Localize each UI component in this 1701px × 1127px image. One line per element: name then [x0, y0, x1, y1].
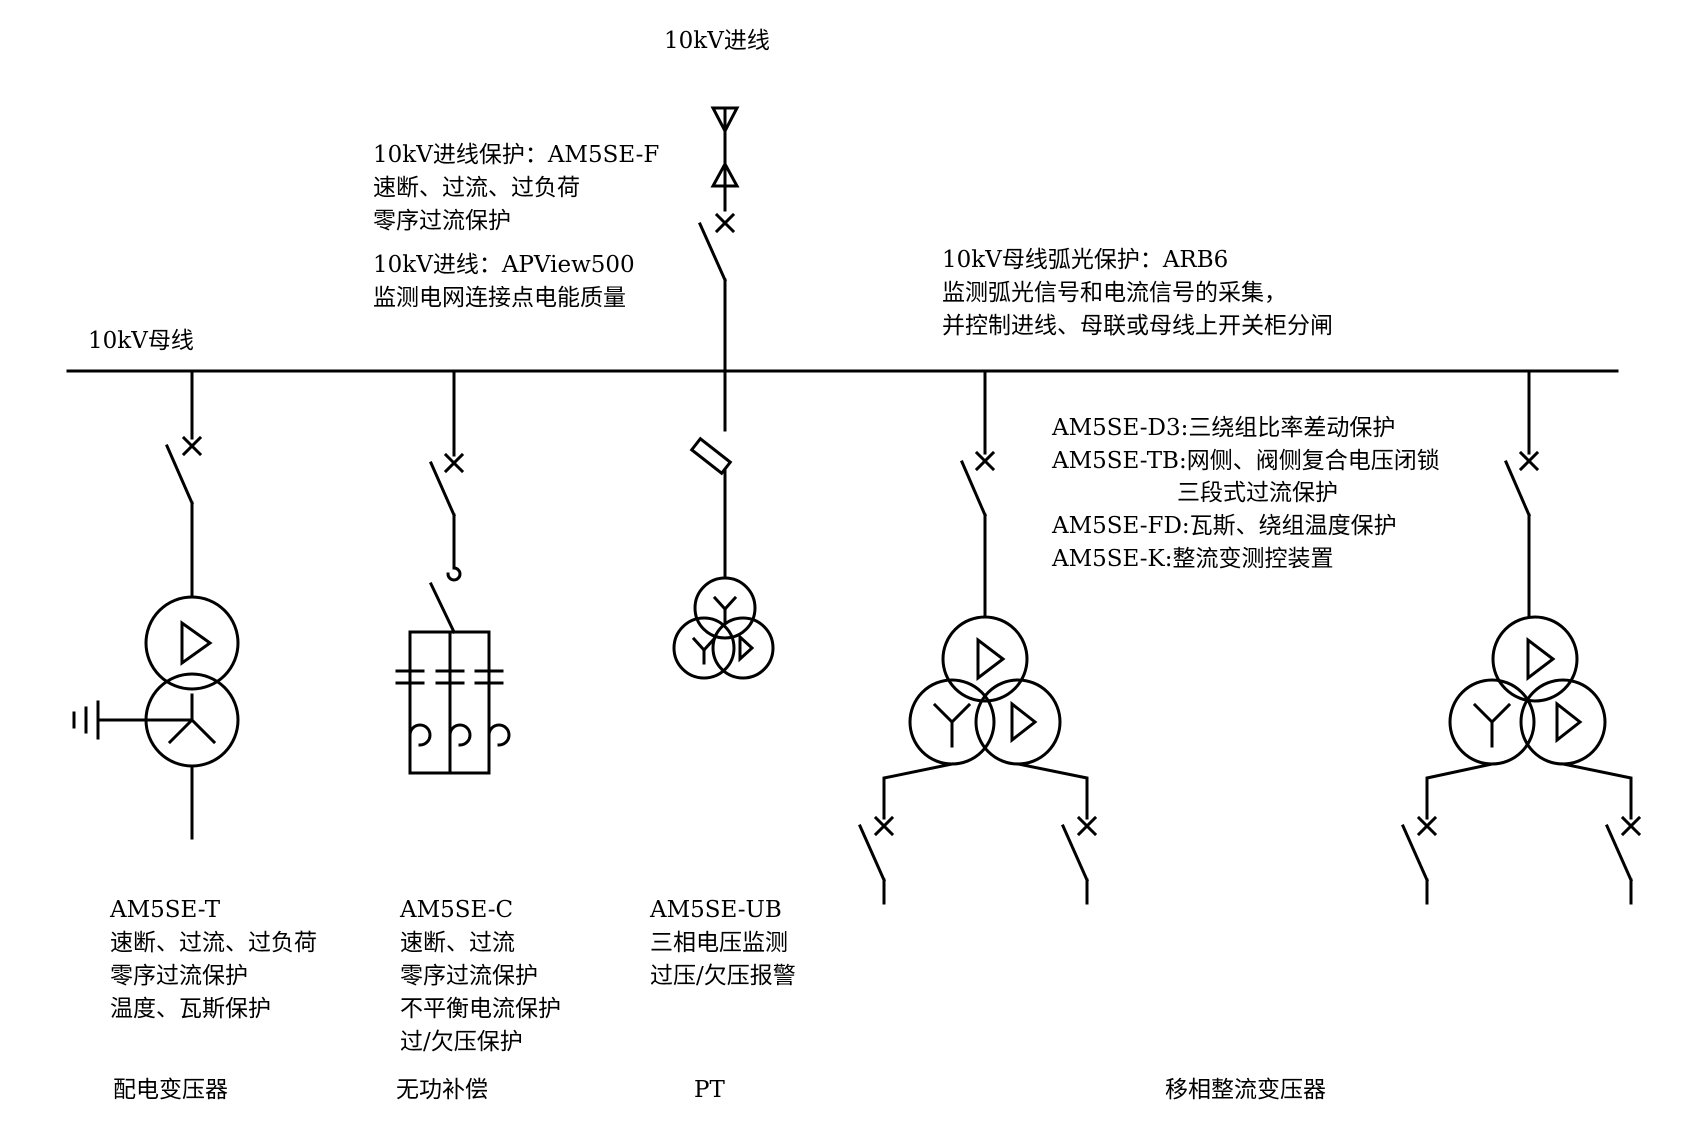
delta-icon [976, 636, 1006, 682]
breaker-x-icon [1518, 450, 1540, 472]
delta-icon [1526, 636, 1556, 682]
disconnector-icon [428, 581, 457, 635]
rectifier-transformer-2 [1401, 369, 1642, 905]
pt-name: PT [694, 1077, 725, 1103]
rectifier-note-5: AM5SE-K:整流变测控装置 [1051, 546, 1333, 572]
earth-switch-icon [446, 566, 462, 582]
capacitor-note-1: AM5SE-C [399, 897, 513, 923]
capacitor-icon [395, 669, 504, 685]
arc-protection-line-1: 10kV母线弧光保护：ARB6 [942, 247, 1228, 273]
rectifier-transformer-1 [858, 369, 1098, 905]
pt-note-1: AM5SE-UB [649, 897, 782, 923]
pt-feeder [672, 369, 775, 680]
capacitor-feeder [395, 369, 511, 775]
incoming-monitor-line-2: 监测电网连接点电能质量 [373, 285, 626, 311]
transformer-note-2: 速断、过流、过负荷 [110, 930, 317, 956]
transformer-note-3: 零序过流保护 [110, 963, 248, 989]
capacitor-note-2: 速断、过流 [400, 930, 515, 956]
arc-protection-line-2: 监测弧光信号和电流信号的采集， [942, 280, 1287, 306]
bus-label: 10kV母线 [88, 328, 194, 354]
disconnector-icon [698, 222, 727, 282]
breaker-x-icon [1620, 815, 1642, 837]
pt-note-2: 三相电压监测 [650, 930, 788, 956]
breaker-x-icon [443, 452, 465, 474]
transformer-note-4: 温度、瓦斯保护 [110, 996, 271, 1022]
incoming-feeder [698, 106, 740, 373]
wye-icon [712, 595, 738, 624]
breaker-x-icon [181, 435, 203, 457]
incoming-title: 10kV进线 [664, 28, 770, 54]
capacitor-note-4: 不平衡电流保护 [400, 996, 561, 1022]
capacitor-note-5: 过/欠压保护 [400, 1029, 523, 1055]
disconnector-icon [960, 460, 987, 517]
cable-termination-icon [710, 160, 740, 188]
capacitor-note-3: 零序过流保护 [400, 963, 538, 989]
transformer-name: 配电变压器 [113, 1077, 228, 1103]
breaker-x-icon [1416, 815, 1438, 837]
disconnector-icon [429, 461, 456, 517]
incoming-protection-line-3: 零序过流保护 [373, 208, 511, 234]
breaker-x-icon [1076, 815, 1098, 837]
rectifier-name: 移相整流变压器 [1165, 1077, 1326, 1103]
wye-icon [932, 702, 972, 748]
breaker-x-icon [974, 450, 996, 472]
disconnector-icon [1605, 824, 1633, 882]
delta-icon [180, 620, 213, 666]
wye-icon [1472, 702, 1512, 748]
disconnector-icon [1401, 824, 1429, 882]
incoming-monitor-line-1: 10kV进线：APView500 [373, 252, 635, 278]
disconnector-icon [1061, 824, 1089, 882]
rectifier-note-4: AM5SE-FD:瓦斯、绕组温度保护 [1051, 513, 1397, 539]
breaker-x-icon [714, 212, 736, 234]
pt-note-3: 过压/欠压报警 [650, 963, 796, 989]
disconnector-icon [1504, 460, 1531, 517]
delta-icon [1010, 700, 1038, 744]
delta-icon [1555, 700, 1583, 744]
wye-icon [167, 693, 217, 745]
capacitor-name: 无功补偿 [396, 1077, 488, 1103]
cable-termination-icon [710, 106, 740, 135]
disconnector-icon [858, 824, 886, 882]
incoming-protection-line-1: 10kV进线保护：AM5SE-F [373, 142, 659, 168]
transformer-winding-delta [144, 595, 240, 691]
breaker-x-icon [873, 815, 895, 837]
wye-icon [691, 636, 717, 665]
incoming-protection-line-2: 速断、过流、过负荷 [373, 175, 580, 201]
disconnector-icon [165, 444, 194, 505]
transformer-note-1: AM5SE-T [109, 897, 221, 923]
rectifier-note-1: AM5SE-D3:三绕组比率差动保护 [1051, 415, 1395, 441]
rectifier-note-2: AM5SE-TB:网侧、阀侧复合电压闭锁 [1051, 448, 1440, 474]
reactor-icon [408, 723, 511, 747]
fuse-icon [689, 436, 733, 476]
distribution-transformer-feeder [72, 369, 240, 840]
delta-icon [738, 633, 755, 663]
arc-protection-line-3: 并控制进线、母联或母线上开关柜分闸 [942, 313, 1333, 339]
rectifier-note-3: 三段式过流保护 [1177, 480, 1338, 506]
